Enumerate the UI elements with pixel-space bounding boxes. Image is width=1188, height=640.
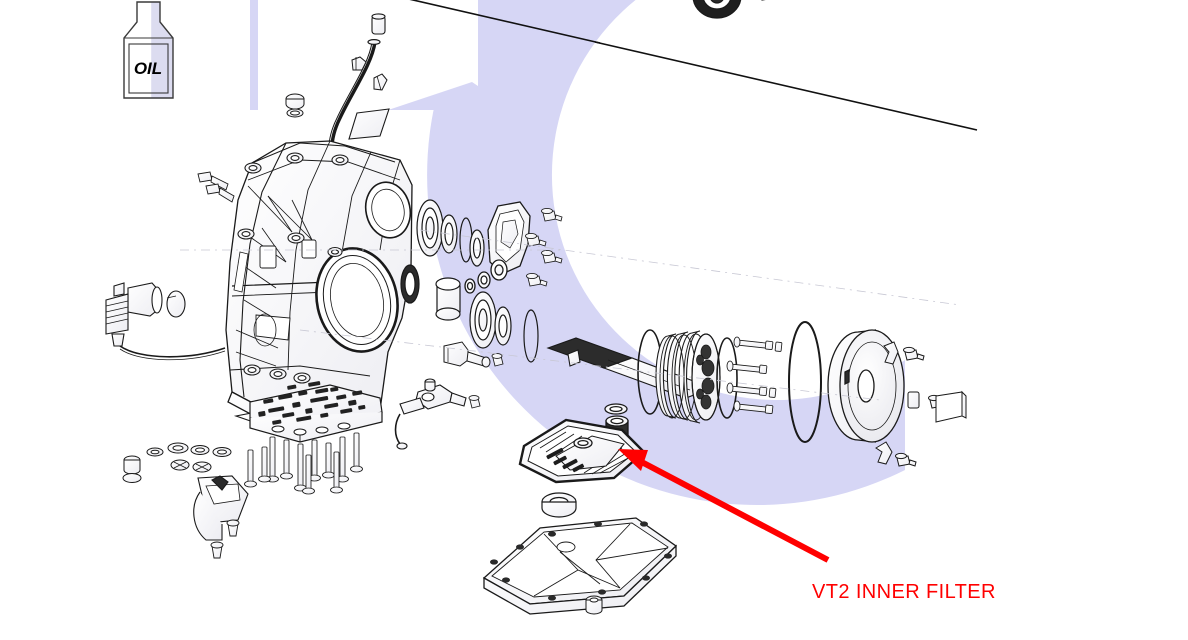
clipped-top-part [692, 0, 766, 19]
construction-lines [180, 229, 961, 401]
bolt-set-left [197, 171, 235, 203]
bracket-plate-upper [348, 108, 390, 140]
o-ring-large [788, 321, 822, 443]
drain-plug [585, 595, 603, 615]
clutch-bolt-set [726, 336, 783, 415]
washer-set-lower-left [122, 442, 232, 483]
callout-label: VT2 INNER FILTER [812, 581, 996, 603]
dipstick-cap [371, 13, 386, 35]
shift-bracket-lower-left [193, 475, 249, 541]
clutch-pack [637, 329, 738, 424]
push-pin-set [210, 519, 240, 559]
oil-pump-housing [464, 201, 531, 294]
oil-bottle: OIL [123, 1, 174, 99]
seal-black-mid [400, 264, 420, 304]
diagonal-rule [594, 41, 978, 131]
watermark-knockouts [262, 0, 1010, 420]
clip-fastener-upper [351, 56, 388, 91]
bushing-collar [435, 277, 461, 321]
bolt-and-oring-upper [285, 93, 305, 118]
diagonal-rule-extension [409, 0, 601, 44]
valve-body [249, 381, 383, 443]
valve-body-bolt-set [244, 432, 363, 495]
oil-pan-seal [541, 492, 577, 518]
bearing-set-lower [469, 291, 539, 363]
pump-bolt-set [525, 207, 563, 287]
oil-pan [482, 517, 678, 615]
bolt-mid-small [468, 353, 504, 409]
oil-bottle-label: OIL [134, 59, 162, 78]
right-small-parts [875, 341, 967, 467]
speed-sensor-harness [105, 282, 226, 361]
inner-filter [518, 403, 646, 484]
callout-arrow [618, 449, 830, 563]
selector-lever [394, 378, 467, 450]
